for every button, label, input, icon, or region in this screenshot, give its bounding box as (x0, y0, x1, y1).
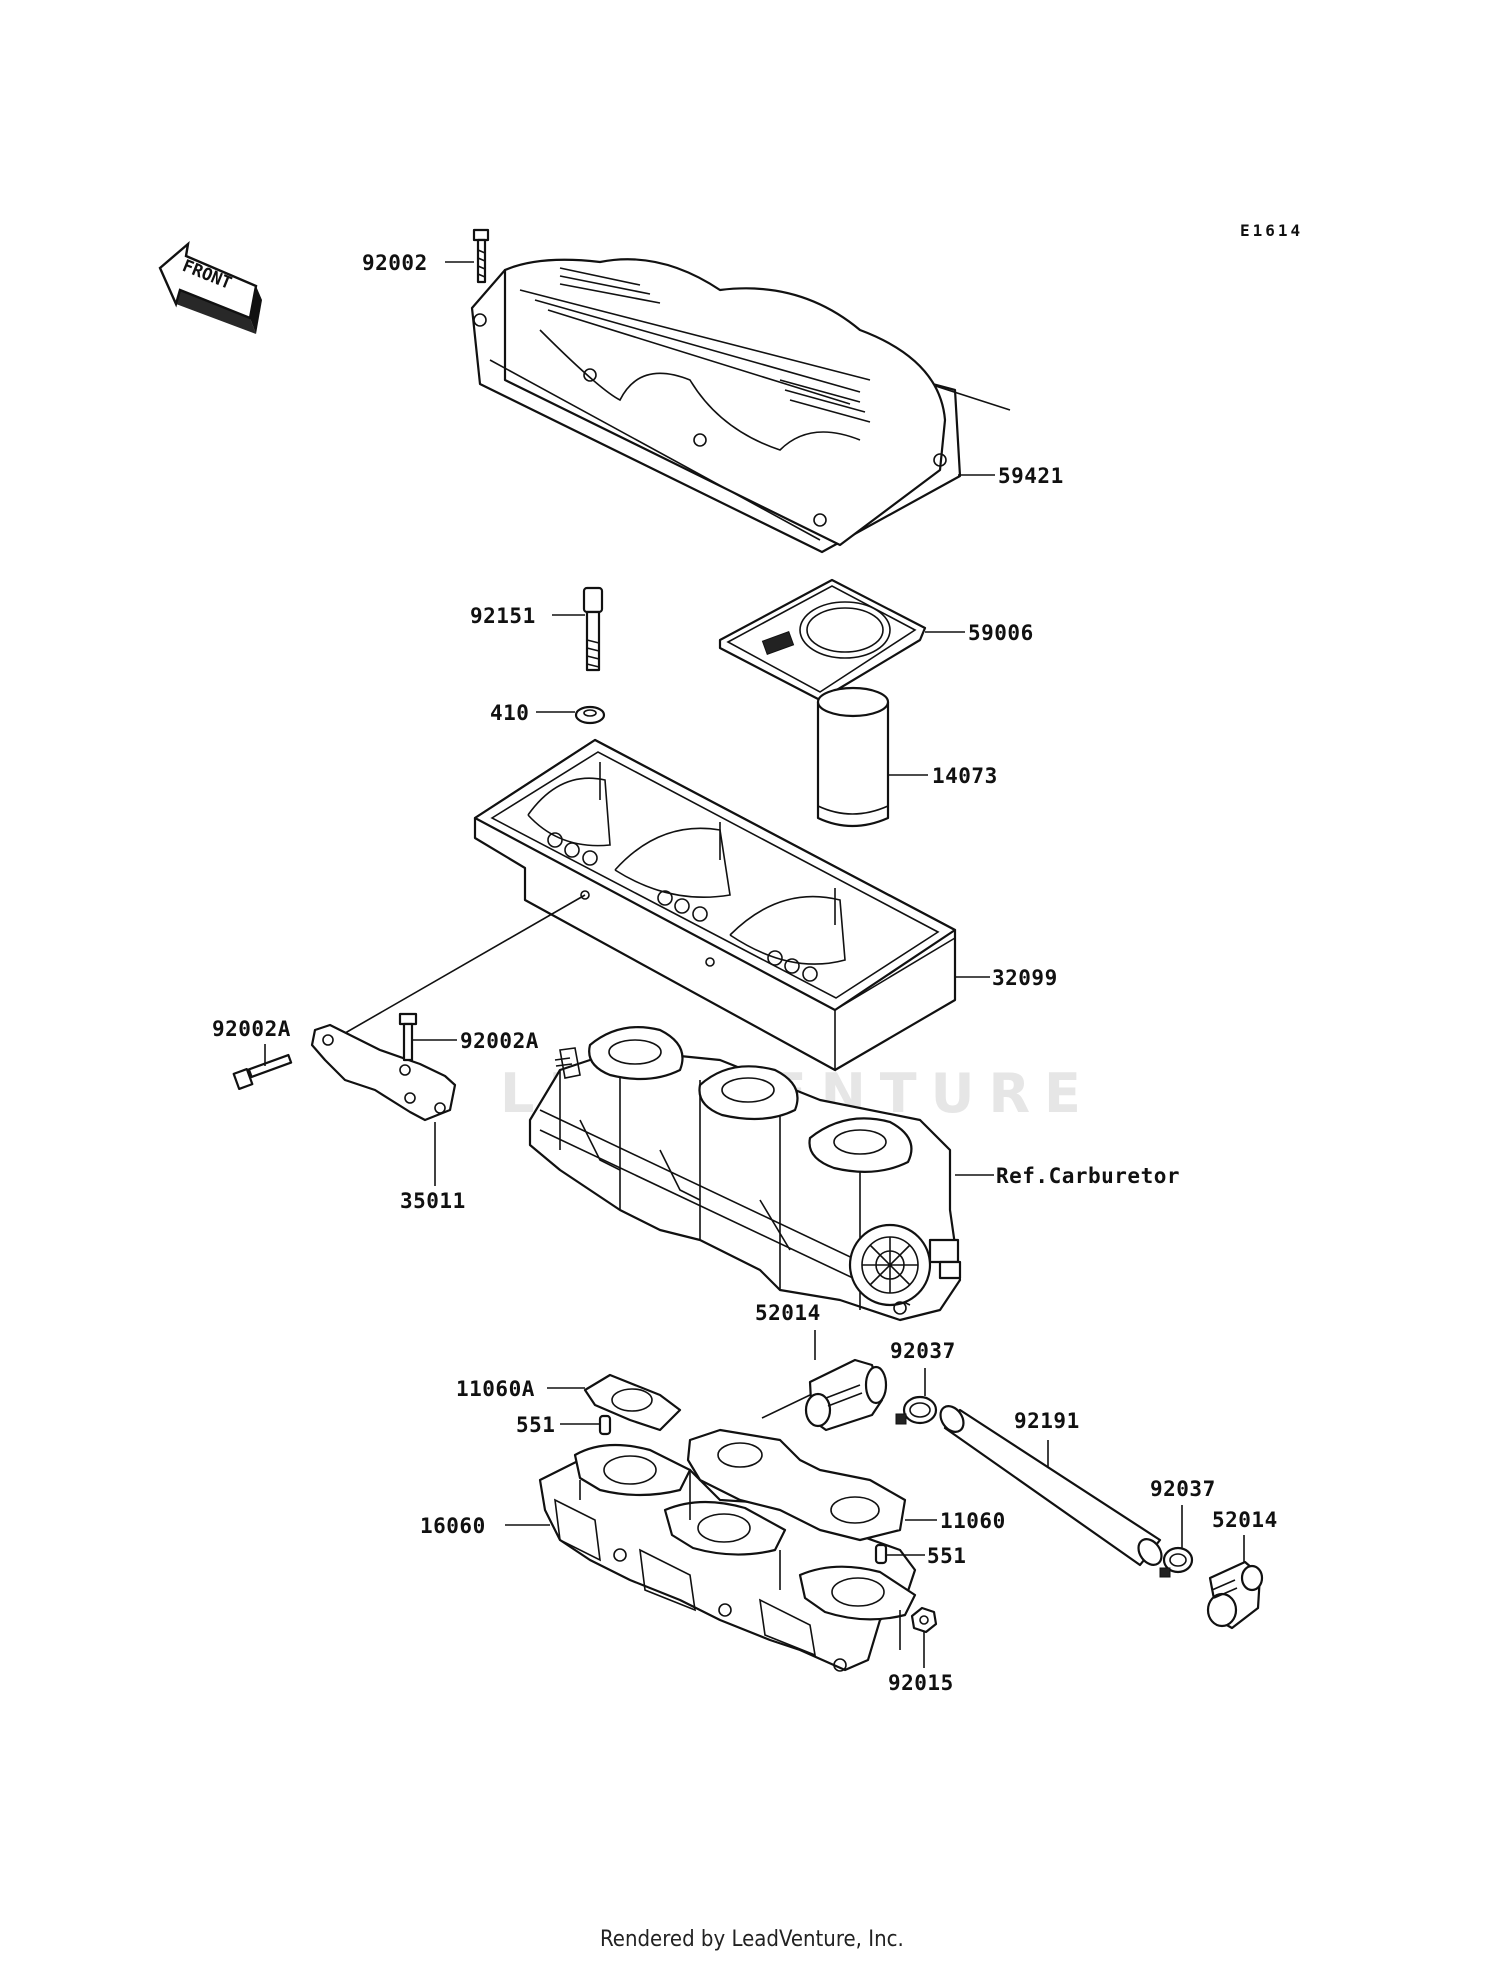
footer-credit: Rendered by LeadVenture, Inc. (600, 1927, 904, 1952)
intake-manifold-16060 (538, 1443, 917, 1672)
callout-11060A: 11060A (456, 1377, 535, 1401)
fitting-52014-right (1206, 1560, 1264, 1630)
callout-59006: 59006 (968, 621, 1034, 645)
clamp-92037-right (1159, 1546, 1194, 1578)
callout-ref-carburetor: Ref.Carburetor (996, 1164, 1180, 1188)
carburetor-assembly (528, 1026, 962, 1322)
callout-92037-right: 92037 (1150, 1477, 1216, 1501)
callout-14073: 14073 (932, 764, 998, 788)
bolt-92002A-left (232, 1053, 293, 1091)
bolt-92002 (472, 228, 490, 284)
dowel-551-bottom (874, 1543, 888, 1565)
callout-35011: 35011 (400, 1189, 466, 1213)
bracket-35011 (310, 1023, 457, 1122)
dowel-551-top (598, 1414, 612, 1436)
callout-11060: 11060 (940, 1509, 1006, 1533)
diagram-code: E1614 (1240, 221, 1303, 240)
hose-92191 (939, 1405, 1163, 1567)
filter-element-14073 (816, 686, 890, 828)
nut-92015 (910, 1606, 938, 1634)
bolt-92002A-right (398, 1012, 418, 1062)
gasket-59006 (718, 578, 927, 702)
callout-92015: 92015 (888, 1671, 954, 1695)
callout-16060: 16060 (420, 1514, 486, 1538)
callout-92191: 92191 (1014, 1409, 1080, 1433)
gasket-11060A (583, 1373, 682, 1432)
callout-410: 410 (490, 701, 529, 725)
callout-92002A-left: 92002A (212, 1017, 291, 1041)
gasket-11060 (686, 1428, 907, 1542)
callout-59421: 59421 (998, 464, 1064, 488)
front-arrow-icon: FRONT (158, 240, 262, 334)
air-filter-cover (470, 258, 1011, 554)
callout-52014-top: 52014 (755, 1301, 821, 1325)
callout-32099: 32099 (992, 966, 1058, 990)
callout-92002-top: 92002 (362, 251, 428, 275)
callout-52014-right: 52014 (1212, 1508, 1278, 1532)
clamp-92037-top (895, 1395, 938, 1425)
washer-410 (574, 705, 606, 725)
callout-92151: 92151 (470, 604, 536, 628)
callout-551-bottom: 551 (927, 1544, 966, 1568)
callout-92002A-right: 92002A (460, 1029, 539, 1053)
callout-92037-top: 92037 (890, 1339, 956, 1363)
air-box-32099 (473, 738, 957, 1072)
fitting-52014-top (804, 1358, 888, 1432)
bolt-92151 (582, 586, 604, 672)
callout-551-top: 551 (516, 1413, 555, 1437)
